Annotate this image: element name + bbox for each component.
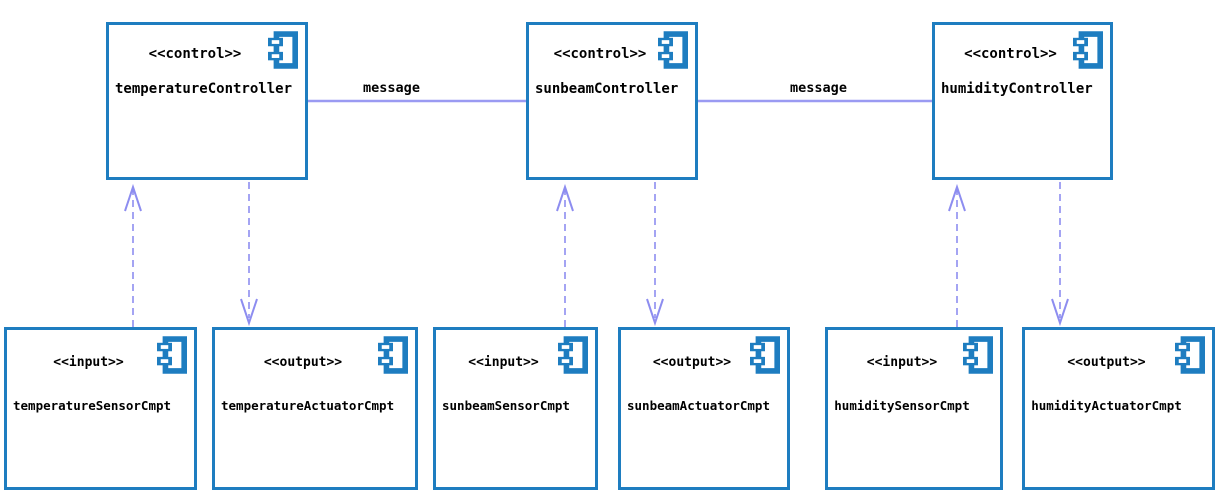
uml-component-icon [157, 336, 187, 374]
component-stereotype: <<output>> [1067, 355, 1146, 370]
dependency-arrow-temperature-actuator-down [240, 182, 258, 327]
dependency-arrow-humidity-actuator-down [1051, 182, 1069, 327]
component-name: humiditySensorCmpt [834, 398, 970, 413]
uml-component-icon [1175, 336, 1205, 374]
uml-component-icon [963, 336, 993, 374]
component-name: temperatureSensorCmpt [13, 398, 172, 413]
dependency-arrow-sunbeam-actuator-down [646, 182, 664, 327]
dependency-arrow-humidity-sensor-up [948, 183, 966, 327]
uml-component-icon [658, 31, 688, 69]
component-name: humidityActuatorCmpt [1031, 398, 1182, 413]
link-label-message-2: message [790, 80, 847, 96]
component-stereotype: <<control>> [964, 46, 1057, 62]
component-name: sunbeamController [535, 81, 679, 97]
component-sunbeam-sensor: <<input>> sunbeamSensorCmpt [433, 327, 598, 490]
component-stereotype: <<input>> [866, 355, 938, 370]
component-stereotype: <<output>> [652, 355, 732, 370]
component-name: sunbeamActuatorCmpt [627, 398, 770, 413]
component-name: humidityController [941, 81, 1093, 97]
dependency-arrow-sunbeam-sensor-up [556, 183, 574, 327]
component-stereotype: <<input>> [468, 355, 539, 370]
component-sunbeam-controller: <<control>> sunbeamController [526, 22, 698, 180]
component-temperature-actuator: <<output>> temperatureActuatorCmpt [212, 327, 418, 490]
component-temperature-controller: <<control>> temperatureController [106, 22, 308, 180]
component-humidity-sensor: <<input>> humiditySensorCmpt [825, 327, 1003, 490]
uml-component-icon [378, 336, 408, 374]
link-label-message-1: message [363, 80, 420, 96]
uml-component-icon [268, 31, 298, 69]
dependency-arrow-temperature-sensor-up [124, 183, 142, 327]
component-name: temperatureController [115, 81, 293, 97]
uml-component-icon [750, 336, 780, 374]
component-stereotype: <<input>> [53, 355, 124, 370]
component-name: sunbeamSensorCmpt [442, 398, 570, 413]
component-stereotype: <<control>> [553, 46, 647, 62]
component-stereotype: <<output>> [263, 355, 343, 370]
component-stereotype: <<control>> [148, 46, 242, 62]
component-humidity-actuator: <<output>> humidityActuatorCmpt [1022, 327, 1215, 490]
component-temperature-sensor: <<input>> temperatureSensorCmpt [4, 327, 197, 490]
component-humidity-controller: <<control>> humidityController [932, 22, 1113, 180]
component-sunbeam-actuator: <<output>> sunbeamActuatorCmpt [618, 327, 790, 490]
uml-component-icon [1073, 31, 1103, 69]
uml-component-icon [558, 336, 588, 374]
component-name: temperatureActuatorCmpt [221, 398, 395, 413]
